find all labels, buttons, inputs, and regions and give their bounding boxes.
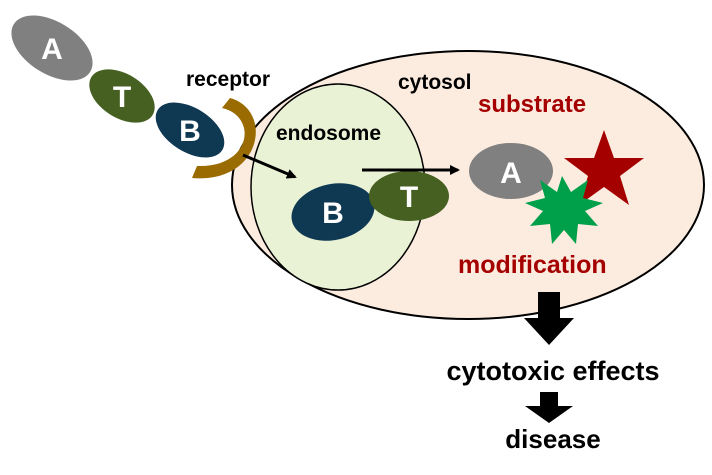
modification-label: modification [458,251,607,279]
subunit-b-endosome-label: B [322,197,344,230]
endosome-label: endosome [276,122,381,145]
arrow-to-cytotoxic-effects [524,292,574,345]
toxin-outside: A T B [11,15,225,158]
subunit-b-outside [155,102,225,158]
subunit-b-endosome [291,183,375,241]
arrow-to-disease [525,392,573,423]
substrate-star [564,130,644,205]
disease-label: disease [505,424,600,454]
toxin-in-endosome: B T [291,171,449,241]
subunit-a-cytosol-label: A [500,157,522,190]
receptor-shape [192,98,256,179]
subunit-a-outside-label: A [41,33,63,66]
receptor-label: receptor [186,68,270,91]
cytosol-label: cytosol [398,71,472,94]
substrate-label: substrate [478,91,586,118]
subunit-t-outside-label: T [113,81,131,114]
modification-burst-icon [525,176,603,244]
cytotoxic-effects-label: cytotoxic effects [446,356,659,386]
subunit-b-outside-label: B [179,115,201,148]
subunit-t-outside [89,69,155,123]
subunit-t-endosome-label: T [400,181,418,214]
subunit-a-outside [11,15,93,81]
subunit-a-cytosol [469,143,553,199]
arrow-to-endosome [242,153,297,179]
subunit-t-endosome [369,171,449,221]
